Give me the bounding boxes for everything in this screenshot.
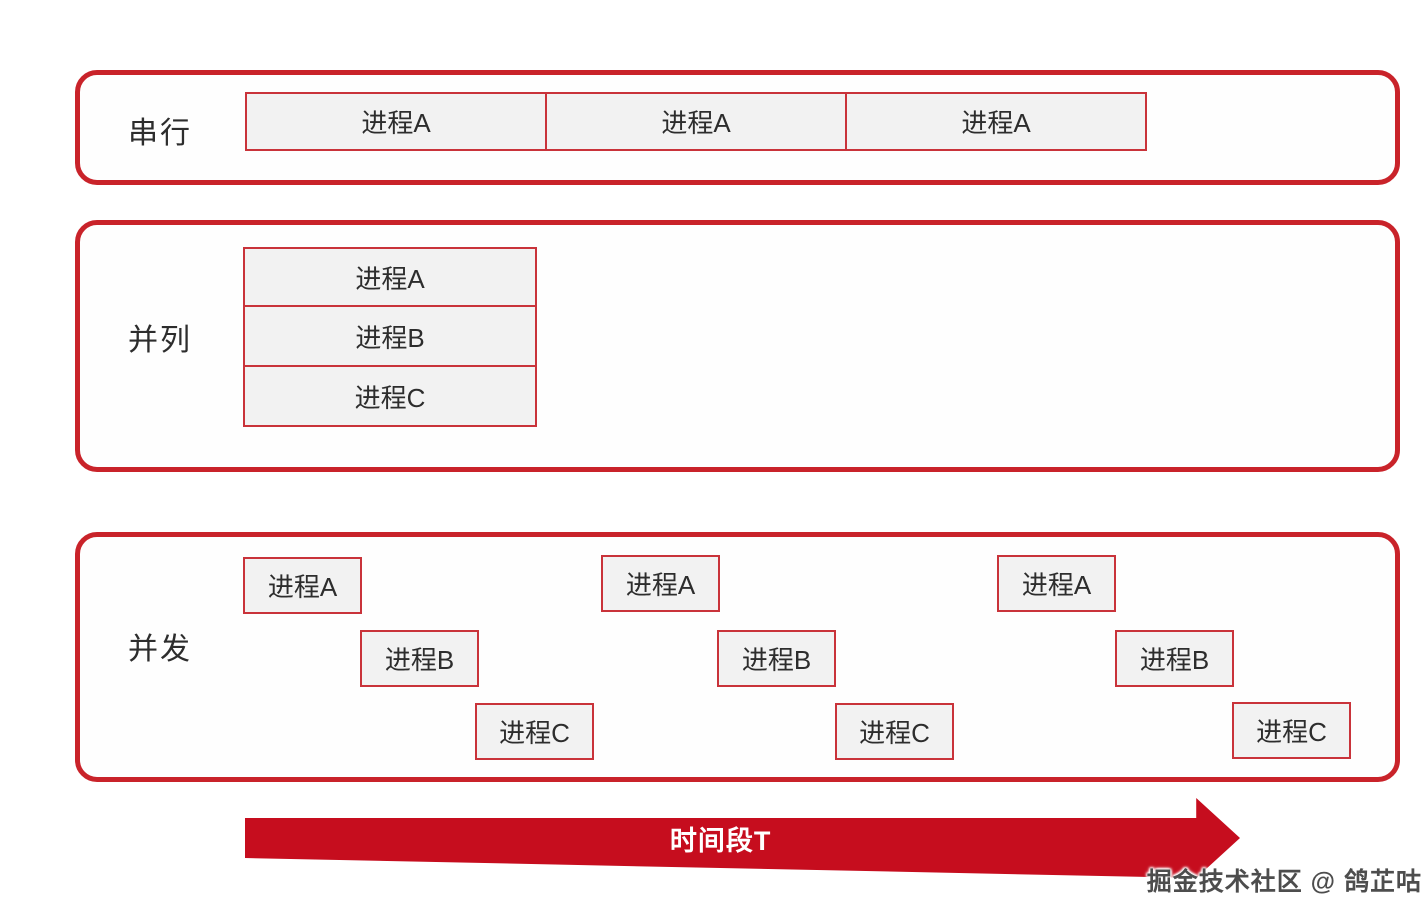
parallel-process-box-a: 进程A bbox=[243, 247, 537, 307]
concurrent-group1-process-c: 进程C bbox=[475, 703, 594, 760]
time-arrow-label: 时间段T bbox=[669, 825, 772, 856]
parallel-process-box-c: 进程C bbox=[243, 367, 537, 427]
serial-process-row: 进程A 进程A 进程A bbox=[245, 92, 1147, 151]
watermark-text: 掘金技术社区 @ 鸽芷咕 bbox=[1146, 868, 1422, 896]
concurrent-section-label: 并发 bbox=[128, 633, 192, 666]
parallel-section: 并列 进程A 进程B 进程C bbox=[75, 220, 1400, 472]
parallel-process-stack: 进程A 进程B 进程C bbox=[243, 247, 537, 427]
serial-process-box-2: 进程A bbox=[547, 92, 847, 151]
concurrent-group2-process-b: 进程B bbox=[717, 630, 836, 687]
concurrent-group2-process-c: 进程C bbox=[835, 703, 954, 760]
concurrent-group3-process-c: 进程C bbox=[1232, 702, 1351, 759]
serial-section-label: 串行 bbox=[128, 117, 192, 150]
concurrent-group1-process-b: 进程B bbox=[360, 630, 479, 687]
concurrent-group1-process-a: 进程A bbox=[243, 557, 362, 614]
concurrent-group2-process-a: 进程A bbox=[601, 555, 720, 612]
time-arrow: 时间段T bbox=[245, 798, 1240, 878]
concurrent-group3-process-a: 进程A bbox=[997, 555, 1116, 612]
parallel-section-label: 并列 bbox=[128, 324, 192, 357]
parallel-process-box-b: 进程B bbox=[243, 307, 537, 367]
concurrent-section: 并发 进程A 进程B 进程C 进程A 进程B 进程C 进程A 进程B 进程C bbox=[75, 532, 1400, 782]
serial-section: 串行 进程A 进程A 进程A bbox=[75, 70, 1400, 185]
concurrent-group3-process-b: 进程B bbox=[1115, 630, 1234, 687]
serial-process-box-1: 进程A bbox=[245, 92, 547, 151]
serial-process-box-3: 进程A bbox=[847, 92, 1147, 151]
